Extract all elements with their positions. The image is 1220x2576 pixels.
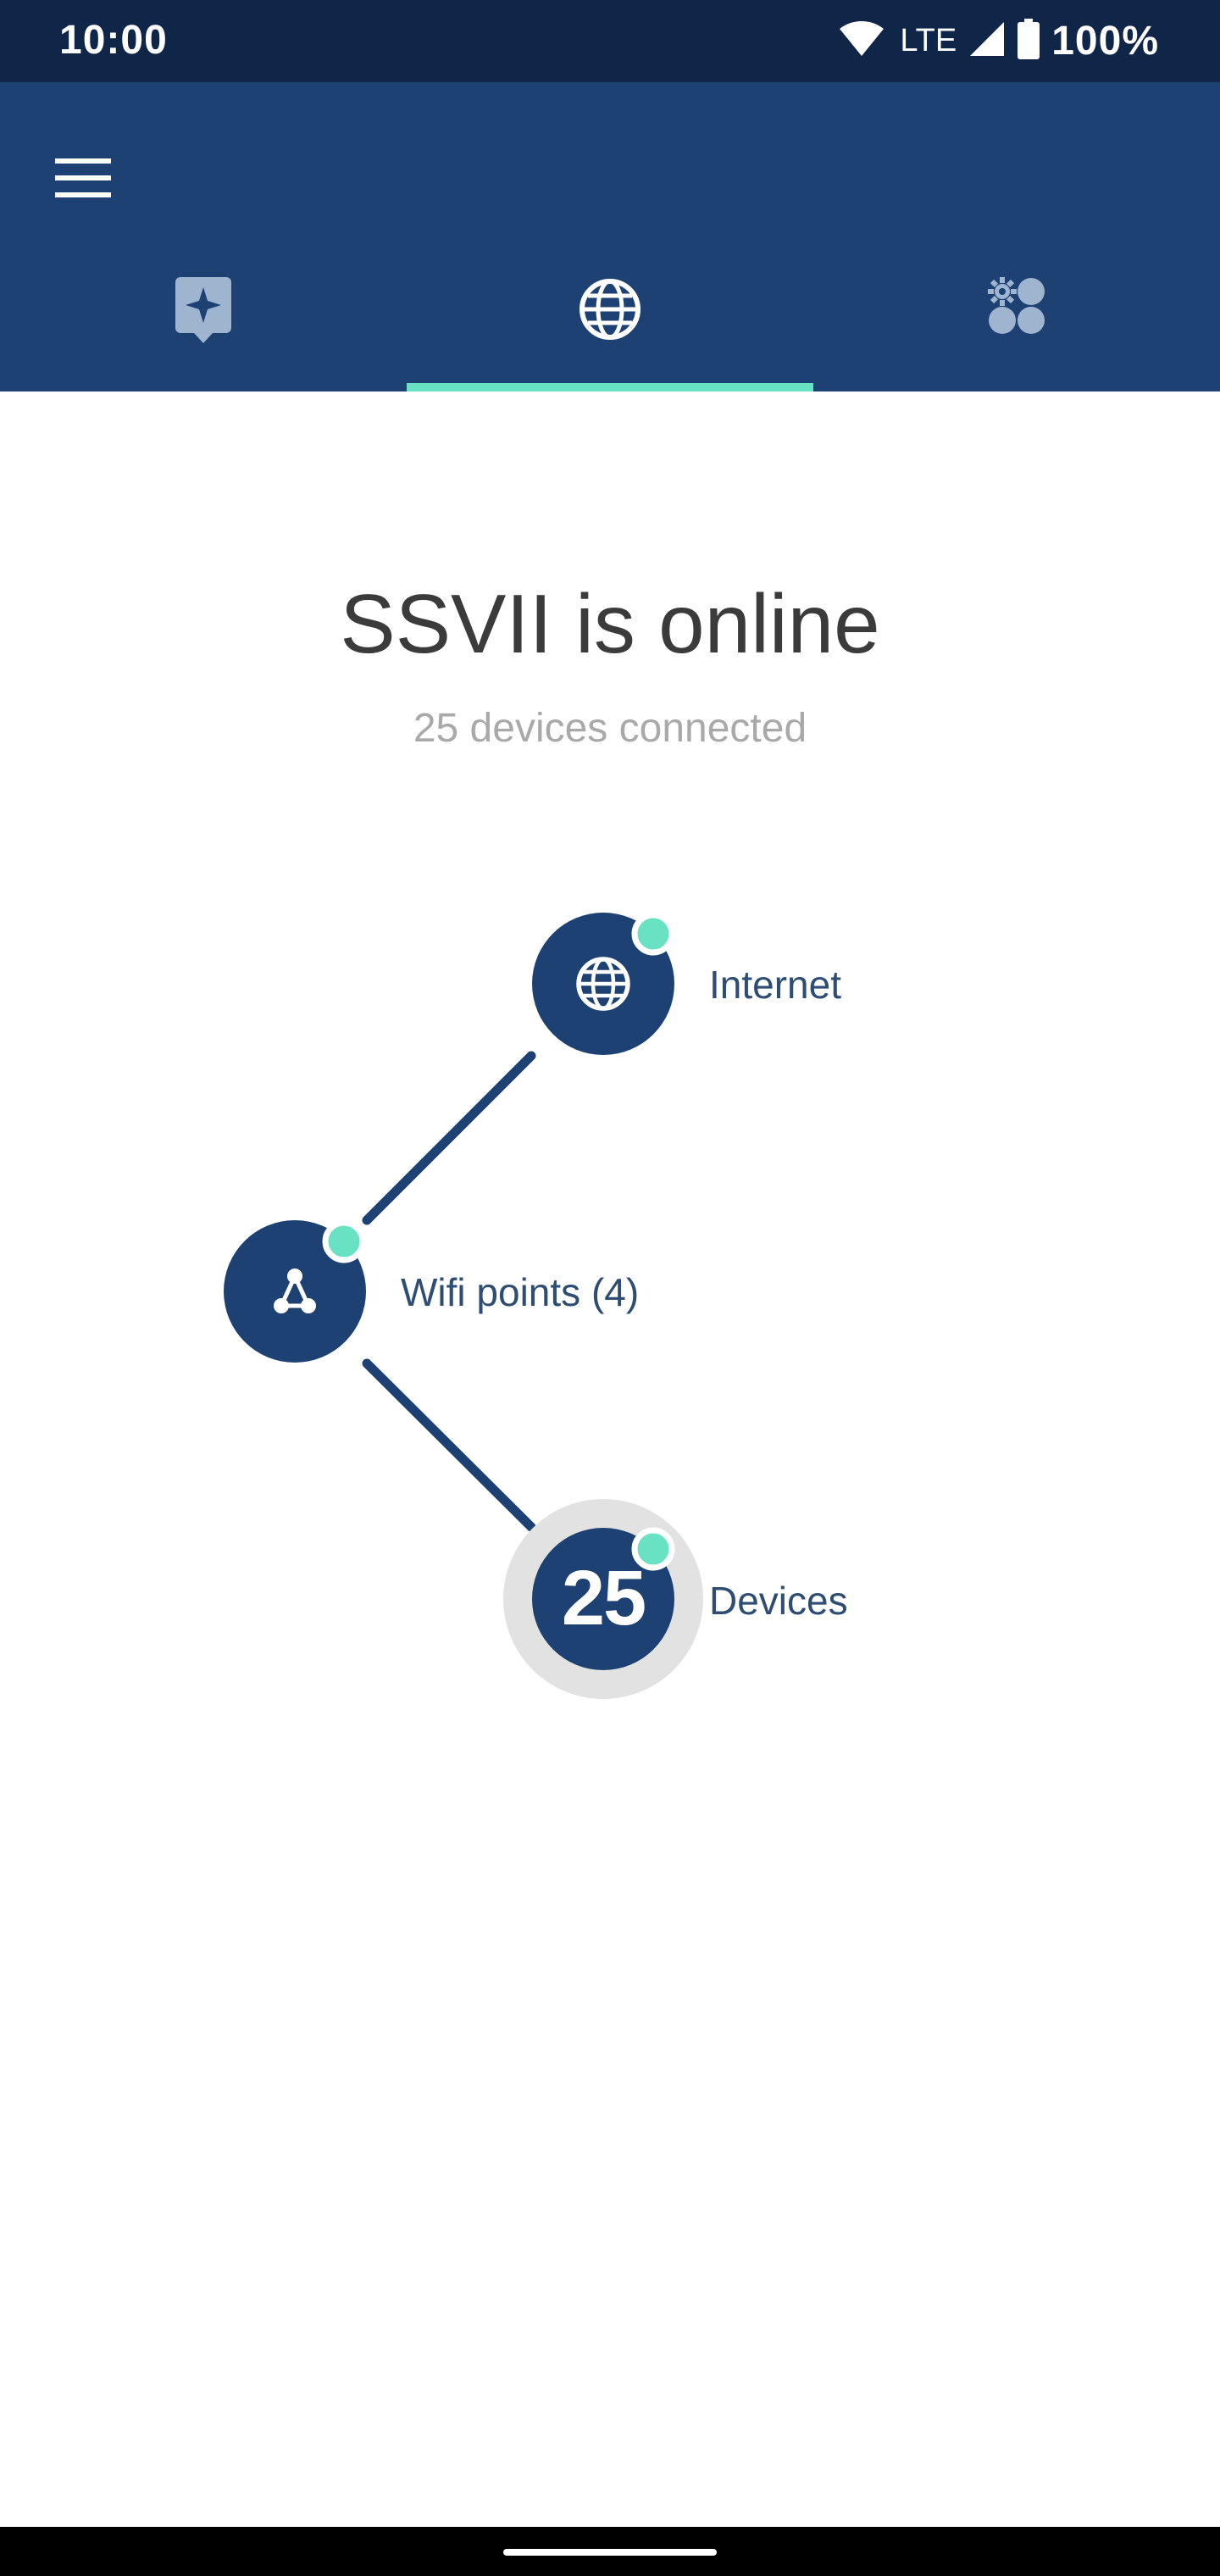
tab-more[interactable] xyxy=(813,243,1220,391)
tab-insights[interactable] xyxy=(0,243,407,391)
battery-icon xyxy=(1018,18,1040,64)
tab-network[interactable] xyxy=(407,243,813,391)
home-gesture-handle[interactable] xyxy=(503,2549,717,2556)
page-subtitle: 25 devices connected xyxy=(413,706,807,751)
wifi-icon xyxy=(839,20,884,62)
status-icons: LTE 100% xyxy=(839,15,1159,66)
system-navigation-bar xyxy=(0,2527,1220,2576)
hamburger-menu-icon xyxy=(55,158,111,197)
network-type-label: LTE xyxy=(900,22,957,58)
settings-grid-icon xyxy=(988,277,1045,334)
battery-percentage: 100% xyxy=(1051,18,1159,64)
connector-internet-wifi xyxy=(362,1051,536,1225)
tab-bar xyxy=(0,243,1220,391)
devices-label[interactable]: Devices xyxy=(709,1579,848,1623)
tab-selected-indicator xyxy=(407,383,813,391)
page-title: SSVII is online xyxy=(340,577,880,670)
devices-count[interactable]: 25 xyxy=(561,1554,646,1641)
wifi-points-node-button[interactable] xyxy=(224,1220,366,1363)
globe-icon xyxy=(580,279,640,340)
internet-label[interactable]: Internet xyxy=(709,963,841,1007)
status-bar: 10:00 LTE 100% xyxy=(0,0,1220,82)
menu-button[interactable] xyxy=(34,129,132,227)
sparkle-chat-icon xyxy=(175,277,231,343)
internet-node-button[interactable] xyxy=(532,913,674,1055)
wifi-points-label[interactable]: Wifi points (4) xyxy=(401,1270,640,1314)
connector-wifi-devices xyxy=(362,1358,536,1532)
status-time: 10:00 xyxy=(59,18,168,63)
app-bar xyxy=(0,82,1220,391)
signal-icon xyxy=(968,20,1006,62)
